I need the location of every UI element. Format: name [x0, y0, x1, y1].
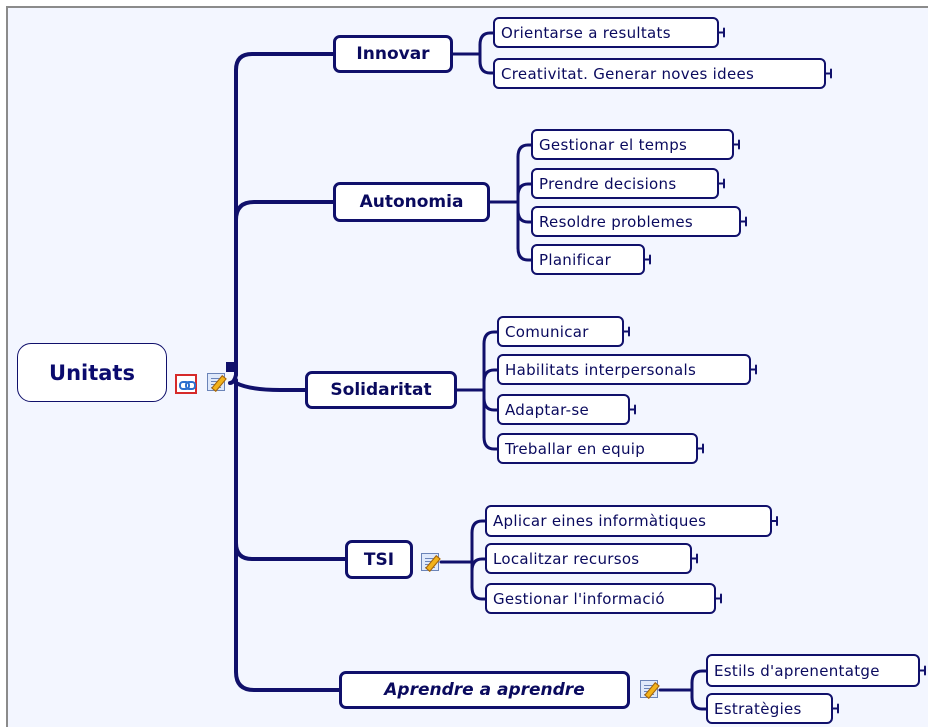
subtopic-end-tick-11: [691, 553, 698, 564]
subtopic-comunicar[interactable]: Comunicar: [497, 316, 624, 347]
subtopic-label: Gestionar l'informació: [493, 589, 665, 608]
sub-branch-tsi-2: [470, 585, 487, 601]
subtopic-label: Prendre decisions: [539, 174, 677, 193]
sub-branch-tsi-1: [470, 557, 487, 573]
subtopic-end-tick-10: [771, 516, 778, 526]
sub-branch-solidaritat-1: [482, 368, 499, 384]
sub-branch-autonomia-0: [516, 143, 533, 159]
sub-branch-innovar-0: [478, 31, 495, 47]
subtopic-label: Orientarse a resultats: [501, 23, 671, 42]
sub-branch-aprendre-1: [690, 695, 708, 711]
subtopic-creativitat[interactable]: Creativitat. Generar noves idees: [493, 58, 826, 89]
subtopic-end-tick-8: [629, 404, 636, 415]
subtopic-habilitats-interpersonals[interactable]: Habilitats interpersonals: [497, 354, 751, 385]
subtopic-end-tick-9: [697, 443, 704, 454]
sub-branch-solidaritat-0: [482, 330, 499, 346]
sub-branch-tsi-0: [470, 519, 487, 535]
topic-tsi[interactable]: TSI: [345, 540, 413, 579]
subtopic-label: Treballar en equip: [505, 439, 646, 458]
branch-line-innovar: [228, 52, 335, 385]
branch-line-autonomia: [234, 200, 335, 222]
subtopic-orientarse-a-resultats[interactable]: Orientarse a resultats: [493, 17, 719, 48]
subtopic-label: Resoldre problemes: [539, 212, 694, 231]
subtopic-end-tick-1: [825, 68, 832, 79]
topic-autonomia-label: Autonomia: [359, 192, 464, 212]
subtopic-label: Creativitat. Generar noves idees: [501, 64, 755, 83]
subtopic-end-tick-3: [718, 178, 725, 189]
topic-solidaritat-label: Solidaritat: [330, 380, 432, 400]
sub-branch-autonomia-3: [516, 246, 533, 262]
sub-branch-autonomia-1: [516, 182, 533, 198]
subtopic-planificar[interactable]: Planificar: [531, 244, 645, 275]
subtopic-end-tick-14: [832, 703, 839, 714]
subtopic-end-tick-0: [718, 27, 725, 38]
topic-innovar-label: Innovar: [356, 44, 430, 64]
sub-branch-autonomia-2: [516, 208, 533, 224]
topic-aprendre-label: Aprendre a aprendre: [384, 680, 585, 700]
sub-branch-solidaritat-2: [482, 396, 499, 412]
subtopic-label: Aplicar eines informàtiques: [493, 512, 707, 530]
note-icon[interactable]: [421, 553, 439, 571]
branch-line-solidaritat: [234, 381, 307, 392]
subtopic-aplicar-eines-informatiques[interactable]: Aplicar eines informàtiques: [485, 505, 772, 537]
subtopic-prendre-decisions[interactable]: Prendre decisions: [531, 168, 719, 199]
subtopic-end-tick-2: [733, 139, 740, 150]
subtopic-gestionar-el-temps[interactable]: Gestionar el temps: [531, 129, 734, 160]
subtopic-label: Estratègies: [714, 699, 802, 718]
subtopic-end-tick-12: [715, 593, 722, 604]
branch-root-knob: [226, 362, 236, 372]
subtopic-end-tick-7: [750, 364, 757, 375]
subtopic-label: Estils d'aprenentatge: [714, 661, 880, 680]
hyperlink-icon[interactable]: [175, 374, 197, 394]
central-topic[interactable]: Unitats: [17, 343, 167, 402]
subtopic-end-tick-4: [740, 216, 747, 227]
subtopic-resoldre-problemes[interactable]: Resoldre problemes: [531, 206, 741, 237]
subtopic-label: Localitzar recursos: [493, 549, 640, 568]
subtopic-localitzar-recursos[interactable]: Localitzar recursos: [485, 543, 692, 574]
subtopic-treballar-en-equip[interactable]: Treballar en equip: [497, 433, 698, 464]
sub-branch-aprendre-0: [690, 669, 708, 685]
topic-innovar[interactable]: Innovar: [333, 35, 453, 73]
subtopic-label: Adaptar-se: [505, 400, 589, 419]
topic-tsi-label: TSI: [363, 549, 395, 570]
topic-solidaritat[interactable]: Solidaritat: [305, 371, 457, 409]
subtopic-estrategies[interactable]: Estratègies: [706, 693, 833, 724]
subtopic-end-tick-13: [919, 665, 926, 676]
subtopic-label: Comunicar: [505, 322, 589, 341]
subtopic-end-tick-5: [644, 254, 651, 265]
subtopic-estils-d-aprenentatge[interactable]: Estils d'aprenentatge: [706, 654, 920, 687]
note-icon[interactable]: [640, 680, 658, 698]
subtopic-label: Planificar: [539, 250, 612, 269]
branch-line-aprendre: [234, 541, 341, 692]
central-topic-label: Unitats: [49, 360, 135, 385]
subtopic-gestionar-l-informacio[interactable]: Gestionar l'informació: [485, 583, 716, 614]
subtopic-label: Habilitats interpersonals: [505, 360, 697, 379]
topic-autonomia[interactable]: Autonomia: [333, 182, 490, 222]
subtopic-adaptar-se[interactable]: Adaptar-se: [497, 394, 630, 425]
subtopic-label: Gestionar el temps: [539, 135, 688, 154]
topic-aprendre-a-aprendre[interactable]: Aprendre a aprendre: [339, 671, 630, 709]
sub-branch-innovar-1: [478, 59, 495, 75]
sub-branch-solidaritat-3: [482, 435, 499, 451]
subtopic-end-tick-6: [623, 326, 630, 337]
note-icon[interactable]: [207, 373, 225, 391]
